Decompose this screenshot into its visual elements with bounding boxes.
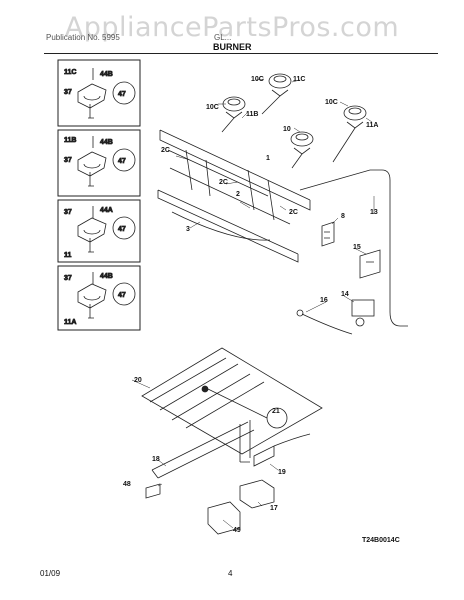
inset-11: 44A 37 47 11 (57, 199, 141, 263)
part-21-orifice (201, 385, 288, 429)
inset-11B-label: 11B (64, 137, 76, 144)
callout-48: 48 (123, 481, 131, 488)
gas-manifold-pipe (171, 211, 271, 241)
inset-11C-part-44B: 44B (100, 71, 113, 78)
callout-10C-a: 10C (251, 76, 264, 83)
callout-49: 49 (233, 527, 241, 534)
burner-head-left (222, 96, 246, 112)
callout-10: 10 (283, 126, 291, 133)
callout-2: 2 (236, 191, 240, 198)
inset-11A-part-47: 47 (118, 292, 126, 299)
inset-11C: 11C 44B 37 47 (57, 59, 141, 127)
watermark: AppliancePartsPros.com (64, 12, 400, 43)
callout-10C-b: 10C (325, 99, 338, 106)
valve-body (77, 83, 107, 119)
inset-11A: 44B 37 47 11A (57, 265, 141, 331)
burner-head-top (268, 73, 292, 89)
burner-head-right (343, 105, 367, 121)
callout-8: 8 (341, 213, 345, 220)
inset-11B-part-44B: 44B (100, 139, 113, 146)
model-number: GL... (214, 33, 232, 42)
callout-11A: 11A (366, 122, 378, 129)
callout-2C-b: 2C (219, 179, 228, 186)
drawing-code: T24B0014C (362, 537, 400, 544)
valve-body (77, 283, 107, 319)
inset-11C-part-47: 47 (118, 91, 126, 98)
callout-14: 14 (341, 291, 349, 298)
inset-11B-part-37: 37 (64, 157, 72, 164)
callout-2C-a: 2C (161, 147, 170, 154)
part-19-igniter (253, 433, 311, 467)
inset-11-part-44A: 44A (100, 207, 113, 214)
inset-11C-part-37: 37 (64, 89, 72, 96)
inset-11-label: 11 (64, 252, 72, 259)
inset-11A-part-44B: 44B (100, 273, 113, 280)
part-48-clip (145, 483, 161, 499)
publication-number: Publication No. 5995 (46, 33, 120, 42)
callout-13: 13 (370, 209, 378, 216)
callout-16: 16 (320, 297, 328, 304)
callout-19: 19 (278, 469, 286, 476)
callout-17: 17 (270, 505, 278, 512)
header-rule (44, 53, 438, 54)
inset-11C-label: 11C (64, 69, 76, 76)
burner-bases (221, 89, 364, 169)
part-16-tube (296, 309, 353, 335)
callout-20: 20 (134, 377, 142, 384)
callout-3: 3 (186, 226, 190, 233)
inset-11B-part-47: 47 (118, 158, 126, 165)
callout-15: 15 (353, 244, 361, 251)
callout-18: 18 (152, 456, 160, 463)
burner-head-front (290, 131, 314, 147)
part-15-bracket (359, 249, 381, 279)
callout-2C-c: 2C (289, 209, 298, 216)
inset-11B: 11B 44B 37 47 (57, 129, 141, 197)
callout-1: 1 (266, 155, 270, 162)
callout-11C: 11C (293, 76, 305, 83)
inset-11A-part-37: 37 (64, 275, 72, 282)
part-14-regulator (351, 299, 375, 327)
callout-21: 21 (272, 408, 280, 415)
inset-11-part-37: 37 (64, 209, 72, 216)
page-title: BURNER (213, 42, 252, 52)
inset-11-part-47: 47 (118, 226, 126, 233)
footer-page-number: 4 (228, 569, 233, 578)
callout-10C-c: 10C (206, 104, 219, 111)
callout-11B: 11B (246, 111, 258, 118)
inset-11A-label: 11A (64, 319, 76, 326)
part-49-bracket (207, 501, 241, 535)
footer-date: 01/09 (40, 569, 61, 578)
oven-burner-tube (151, 420, 255, 479)
gas-supply-line (299, 169, 408, 327)
part-17-valve (239, 479, 275, 509)
part-20-baffle (141, 347, 323, 455)
leader-lines (131, 78, 375, 529)
valve-body (77, 217, 107, 253)
valve-body (77, 151, 107, 187)
part-8-bracket (321, 221, 335, 247)
callout-labels: 10C 11C 10C 10C 11B 11A 10 2C 1 2C 2 2C … (123, 76, 378, 534)
burner-frame (157, 129, 311, 263)
